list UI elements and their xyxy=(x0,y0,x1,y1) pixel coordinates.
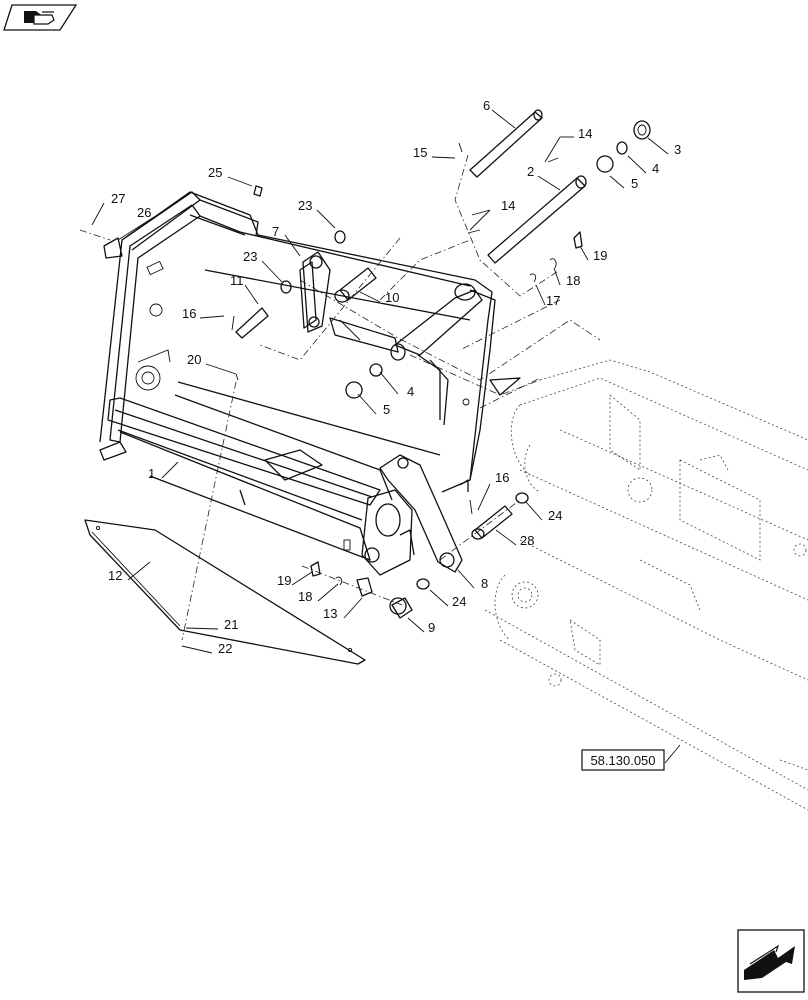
lower-shield xyxy=(84,519,366,665)
callout-21: 21 xyxy=(224,617,238,632)
frame-assembly xyxy=(99,191,521,576)
callout-26: 26 xyxy=(137,205,151,220)
callout-14: 14 xyxy=(501,198,515,213)
callout-18: 18 xyxy=(566,273,580,288)
callout-8: 8 xyxy=(481,576,488,591)
next-page-arrow-icon[interactable] xyxy=(737,929,805,993)
callout-24: 24 xyxy=(548,508,562,523)
callout-14: 14 xyxy=(578,126,592,141)
callout-6: 6 xyxy=(483,98,490,113)
callout-23: 23 xyxy=(243,249,257,264)
callout-12: 12 xyxy=(108,568,122,583)
callout-28: 28 xyxy=(520,533,534,548)
feeder-housing-ghost xyxy=(484,359,808,811)
callout-4: 4 xyxy=(652,161,659,176)
callout-1: 1 xyxy=(148,466,155,481)
reference-label[interactable]: 58.130.050 xyxy=(590,753,655,768)
callout-11: 11 xyxy=(230,273,244,288)
callout-27: 27 xyxy=(111,191,125,206)
callout-10: 10 xyxy=(385,290,399,305)
callout-4: 4 xyxy=(407,384,414,399)
callout-20: 20 xyxy=(187,352,201,367)
callout-16: 16 xyxy=(182,306,196,321)
leader-lines xyxy=(91,109,681,764)
callout-15: 15 xyxy=(413,145,427,160)
hardware-items xyxy=(103,120,651,619)
callout-24: 24 xyxy=(452,594,466,609)
callout-5: 5 xyxy=(383,402,390,417)
callout-19: 19 xyxy=(277,573,291,588)
callout-25: 25 xyxy=(208,165,222,180)
callout-16: 16 xyxy=(495,470,509,485)
callout-17: 17 xyxy=(546,293,560,308)
callout-22: 22 xyxy=(218,641,232,656)
callout-7: 7 xyxy=(272,224,279,239)
assembly-lines xyxy=(79,154,601,641)
lift-links xyxy=(235,109,587,573)
reference-box[interactable]: 58.130.050 xyxy=(581,749,665,771)
callout-18: 18 xyxy=(298,589,312,604)
callout-2: 2 xyxy=(527,164,534,179)
callout-19: 19 xyxy=(593,248,607,263)
book-hand-icon[interactable] xyxy=(3,4,78,31)
callout-9: 9 xyxy=(428,620,435,635)
callout-23: 23 xyxy=(298,198,312,213)
callout-5: 5 xyxy=(631,176,638,191)
callout-labels: 1234455678910111213141415161617181819192… xyxy=(108,98,681,656)
callout-13: 13 xyxy=(323,606,337,621)
callout-3: 3 xyxy=(674,142,681,157)
